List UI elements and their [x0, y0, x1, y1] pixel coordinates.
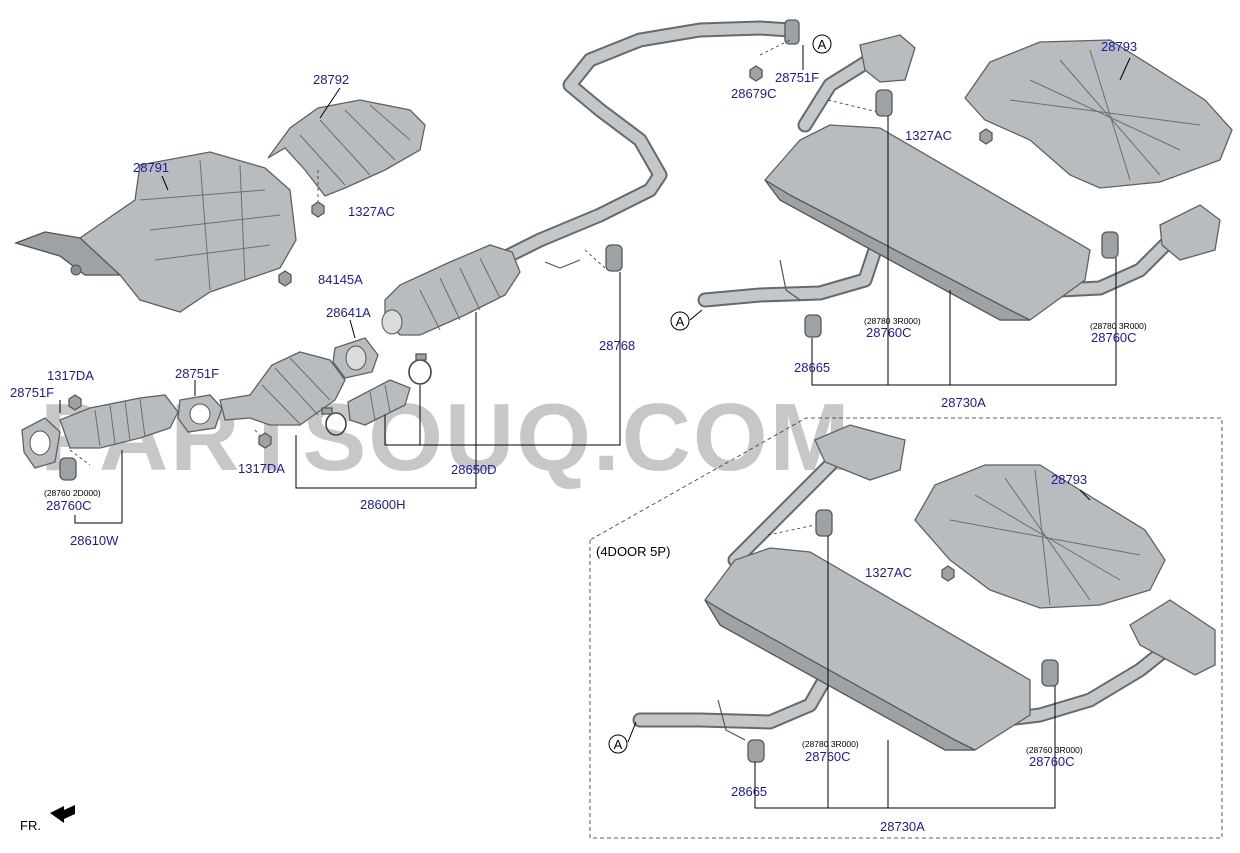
svg-text:A: A	[676, 314, 685, 329]
label-1317DA-b[interactable]: 1317DA	[238, 461, 285, 476]
label-1327AC-b[interactable]: 1327AC	[905, 128, 952, 143]
clamp-28641A[interactable]	[332, 337, 379, 379]
hanger-28760C-upper-right[interactable]	[1101, 231, 1119, 259]
label-28600H[interactable]: 28600H	[360, 497, 406, 512]
heat-shield-28793-upper[interactable]	[964, 39, 1233, 189]
label-28730A-a[interactable]: 28730A	[941, 395, 986, 410]
label-28760C-e-sub: (28760 3R000)	[1026, 745, 1083, 755]
gasket-28751F-front[interactable]	[21, 417, 61, 469]
heat-shield-28792[interactable]	[267, 99, 426, 197]
bolt-84145A[interactable]	[278, 270, 292, 287]
label-28730A-b[interactable]: 28730A	[880, 819, 925, 834]
label-28751F-a[interactable]: 28751F	[10, 385, 54, 400]
label-28760C-a-sub: (28760 2D000)	[44, 488, 101, 498]
front-direction-indicator: FR.	[20, 805, 75, 833]
hanger-28760C-upper-center[interactable]	[827, 89, 893, 117]
front-pipe-28610W[interactable]	[59, 394, 179, 449]
label-28760C-a[interactable]: 28760C	[46, 498, 92, 513]
label-28760C-c-sub: (28780 3R000)	[1090, 321, 1147, 331]
catalytic-converter-front[interactable]	[219, 351, 346, 426]
label-1327AC-a[interactable]: 1327AC	[348, 204, 395, 219]
label-28760C-c[interactable]: 28760C	[1091, 330, 1137, 345]
label-28793-a[interactable]: 28793	[1101, 39, 1137, 54]
nut-1317DA-lower[interactable]	[254, 429, 272, 449]
ref-circle-a3: A	[608, 734, 628, 754]
hanger-28760C-lower-center[interactable]	[767, 509, 833, 537]
label-28641A[interactable]: 28641A	[326, 305, 371, 320]
label-28793-b[interactable]: 28793	[1051, 472, 1087, 487]
label-28760C-d[interactable]: 28760C	[805, 749, 851, 764]
label-28760C-b[interactable]: 28760C	[866, 325, 912, 340]
label-28650D[interactable]: 28650D	[451, 462, 497, 477]
label-28760C-e[interactable]: 28760C	[1029, 754, 1075, 769]
hanger-28768[interactable]	[584, 244, 623, 272]
label-28751F-c[interactable]: 28751F	[775, 70, 819, 85]
label-28665-b[interactable]: 28665	[731, 784, 767, 799]
label-28760C-d-sub: (28780 3R000)	[802, 739, 859, 749]
ref-circle-a2: A	[670, 311, 690, 331]
gasket-28751F-mid[interactable]	[177, 394, 223, 433]
watermark: PARTSOUQ.COM	[40, 384, 852, 491]
nut-1317DA-upper[interactable]	[68, 394, 82, 411]
heat-shield-28793-lower[interactable]	[914, 464, 1166, 609]
gasket-28679C[interactable]	[749, 39, 791, 82]
front-label: FR.	[20, 818, 41, 833]
nut-1327AC-left[interactable]	[311, 170, 325, 218]
ref-circle-a1: A	[812, 34, 832, 54]
center-pipe-28650D[interactable]	[381, 19, 800, 336]
leader-lines	[59, 45, 1131, 809]
front-arrow-icon	[50, 805, 75, 823]
label-28679C[interactable]: 28679C	[731, 86, 777, 101]
label-28768[interactable]: 28768	[599, 338, 635, 353]
label-28665-a[interactable]: 28665	[794, 360, 830, 375]
small-clamps[interactable]	[321, 353, 432, 436]
nut-1327AC-lower[interactable]	[941, 565, 955, 582]
label-28610W[interactable]: 28610W	[70, 533, 119, 548]
label-28791[interactable]: 28791	[133, 160, 169, 175]
nut-1327AC-upper-right[interactable]	[979, 128, 993, 145]
rear-muffler-28730A[interactable]	[697, 34, 1221, 338]
label-1327AC-c[interactable]: 1327AC	[865, 565, 912, 580]
variant-box	[589, 417, 1223, 839]
hanger-28760C-left[interactable]	[59, 449, 91, 481]
part-labels: 28792 28791 1327AC 84145A 28641A 28768 1…	[10, 39, 1147, 834]
label-28760C-b-sub: (28780 3R000)	[864, 316, 921, 326]
svg-text:A: A	[614, 737, 623, 752]
label-variant-4door: (4DOOR 5P)	[596, 544, 670, 559]
svg-text:A: A	[818, 37, 827, 52]
label-28751F-b[interactable]: 28751F	[175, 366, 219, 381]
label-28792[interactable]: 28792	[313, 72, 349, 87]
rear-muffler-28730A-4door[interactable]	[632, 424, 1216, 763]
heat-shield-28791[interactable]	[13, 151, 297, 313]
label-1317DA-a[interactable]: 1317DA	[47, 368, 94, 383]
label-84145A[interactable]: 84145A	[318, 272, 363, 287]
hanger-28760C-lower-right[interactable]	[1041, 659, 1059, 687]
